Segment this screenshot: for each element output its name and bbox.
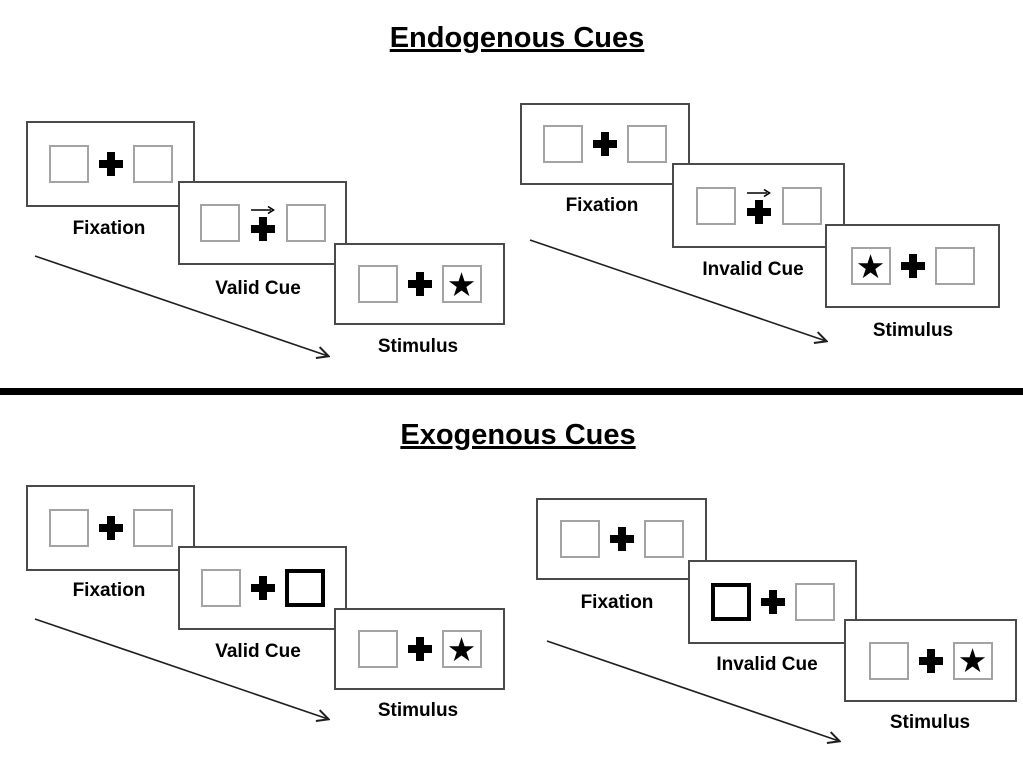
fixation-cross-icon: [609, 527, 634, 551]
fixation-cross-icon: [918, 648, 943, 673]
left-box: [695, 186, 736, 225]
right-box: [132, 509, 173, 547]
left-box: [199, 204, 240, 242]
timeline-arrow-exogenous-valid: [34, 618, 328, 719]
step-label-fixation: Fixation: [580, 592, 654, 613]
fixation-cross-icon: [98, 516, 123, 540]
fixation-cross-icon: [250, 217, 275, 241]
fixation-card: [26, 121, 195, 207]
star-stimulus-icon: ★: [957, 642, 988, 679]
invalid-cue-card: [672, 163, 845, 248]
fixation-cross-icon: [407, 637, 432, 661]
step-label-stimulus: Stimulus: [377, 336, 459, 357]
valid-cue-card: [178, 546, 347, 630]
fixation-cross-icon: [407, 272, 432, 296]
step-label-stimulus: Stimulus: [872, 320, 954, 341]
valid-cue-card: [178, 181, 347, 265]
stimulus-card: ★: [334, 243, 505, 325]
right-box: [627, 125, 667, 163]
fixation-card: [520, 103, 690, 185]
fixation-cross-icon: [760, 590, 785, 614]
section-divider: [0, 388, 1023, 395]
central-cue: [250, 205, 276, 241]
cue-arrow-right-icon: [250, 205, 275, 215]
step-label-valid-cue: Valid Cue: [215, 278, 301, 299]
invalid-cue-card: [688, 560, 857, 644]
left-box: [357, 630, 398, 668]
fixation-card: [536, 498, 707, 580]
star-stimulus-icon: ★: [446, 265, 477, 303]
section-title-endogenous: Endogenous Cues: [389, 22, 645, 54]
left-box: [559, 520, 600, 558]
right-box: ★: [441, 265, 482, 303]
stimulus-card: ★: [334, 608, 505, 690]
right-box-highlighted: [284, 569, 325, 607]
right-box: [132, 145, 173, 183]
step-label-stimulus: Stimulus: [377, 700, 459, 721]
section-title-exogenous: Exogenous Cues: [400, 419, 636, 451]
step-label-invalid-cue: Invalid Cue: [716, 654, 818, 675]
step-label-fixation: Fixation: [565, 195, 639, 216]
right-box: [285, 204, 326, 242]
timeline-arrow-endogenous-valid: [34, 255, 328, 356]
left-box-highlighted: [710, 583, 751, 621]
right-box: [643, 520, 684, 558]
step-label-fixation: Fixation: [72, 218, 146, 239]
stimulus-card: ★: [844, 619, 1017, 702]
right-box: ★: [441, 630, 482, 668]
right-box: [934, 247, 975, 285]
step-label-stimulus: Stimulus: [889, 712, 971, 733]
left-box: [868, 641, 909, 680]
left-box: [200, 569, 241, 607]
fixation-cross-icon: [250, 576, 275, 600]
fixation-cross-icon: [746, 199, 771, 224]
cue-arrow-right-icon: [746, 188, 771, 197]
fixation-cross-icon: [593, 132, 617, 156]
step-label-fixation: Fixation: [72, 580, 146, 601]
timeline-arrow-endogenous-invalid: [529, 239, 826, 341]
left-box: [48, 509, 89, 547]
right-box: [794, 583, 835, 621]
left-box: [357, 265, 398, 303]
right-box: ★: [952, 641, 993, 680]
fixation-card: [26, 485, 195, 571]
fixation-cross-icon: [98, 152, 123, 176]
left-box: [543, 125, 583, 163]
step-label-invalid-cue: Invalid Cue: [702, 259, 804, 280]
star-stimulus-icon: ★: [855, 247, 886, 285]
star-stimulus-icon: ★: [446, 630, 477, 668]
left-box: ★: [850, 247, 891, 285]
step-label-valid-cue: Valid Cue: [215, 641, 301, 662]
left-box: [48, 145, 89, 183]
right-box: [781, 186, 822, 225]
fixation-cross-icon: [900, 254, 925, 278]
stimulus-card: ★: [825, 224, 1000, 308]
central-cue: [746, 188, 772, 224]
